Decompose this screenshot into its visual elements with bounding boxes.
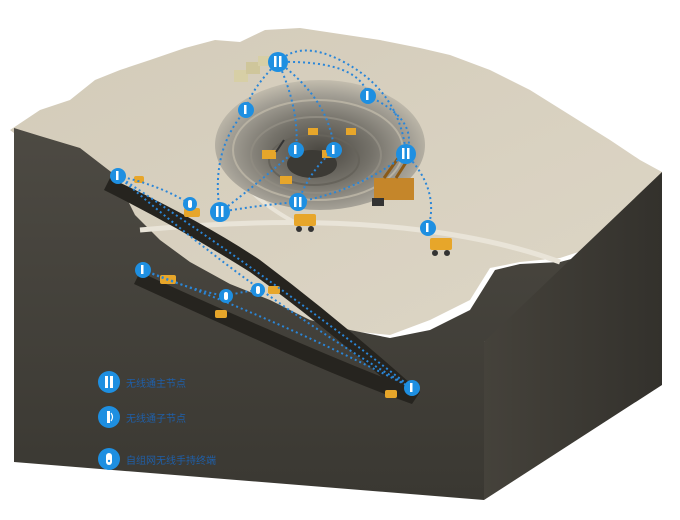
mine-truck-icon [385, 390, 397, 398]
legend-label: 无线通主节点 [126, 378, 186, 390]
legend-item-main-node: 无线通主节点 [98, 369, 186, 395]
terrain-front-face [14, 128, 650, 500]
terrain-right-face [484, 172, 662, 500]
legend-item-sub-node: 无线通子节点 [98, 404, 186, 430]
excavator-icon [308, 128, 318, 135]
link [117, 175, 413, 389]
link [277, 49, 407, 155]
haul-road [139, 220, 561, 265]
legend-item-handheld: 自组网无线手持终端 [98, 446, 216, 472]
main-node-icon [396, 144, 416, 164]
legend-label: 自组网无线手持终端 [126, 455, 216, 467]
link [297, 153, 407, 203]
main-node-icon [289, 193, 307, 211]
link [277, 61, 298, 151]
link [225, 289, 259, 297]
sub-node-icon [404, 380, 420, 396]
handheld-terminal-icon [98, 448, 120, 470]
excavator-icon [346, 128, 356, 135]
sub-node-icon [420, 220, 436, 236]
mine-truck-icon [134, 176, 144, 183]
mine-truck-icon [430, 238, 452, 256]
sub-node-icon [98, 406, 120, 428]
main-node-icon [98, 371, 120, 393]
sub-node-icon [238, 102, 254, 118]
sub-node-icon [135, 262, 151, 278]
tunnel-upper [104, 178, 420, 402]
handheld-terminal-icon [219, 289, 233, 303]
legend-label: 无线通子节点 [126, 413, 186, 425]
link [216, 109, 247, 213]
sub-node-icon [360, 88, 376, 104]
underground-tunnels [104, 178, 420, 404]
supply-crates-icon [234, 56, 270, 82]
handheld-terminal-icon [251, 283, 265, 297]
network-nodes [110, 52, 436, 396]
sub-node-icon [288, 142, 304, 158]
sub-node-icon [326, 142, 342, 158]
mine-truck-icon [294, 214, 316, 232]
handheld-terminal-icon [183, 197, 197, 211]
excavator-icon [262, 139, 285, 159]
link [117, 175, 413, 389]
sub-node-icon [110, 168, 126, 184]
mine-truck-icon [215, 310, 227, 318]
link [219, 149, 297, 213]
main-node-icon [210, 202, 230, 222]
mine-truck-icon [268, 286, 280, 294]
excavator-icon [280, 176, 292, 184]
link [142, 269, 413, 389]
tunnel-lower [134, 272, 420, 404]
main-node-icon [268, 52, 288, 72]
